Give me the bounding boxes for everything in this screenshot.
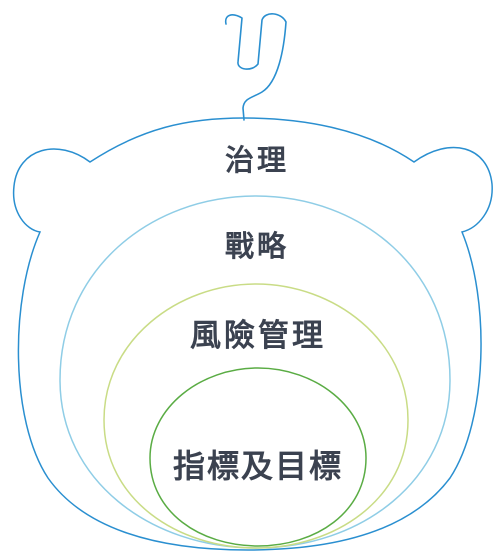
metrics-targets-label: 指標及目標 — [173, 447, 343, 485]
risk-layer-circle — [103, 283, 409, 549]
metrics-layer-circle — [149, 367, 367, 547]
outer-layer-shape — [12, 117, 493, 551]
governance-label: 治理 — [225, 143, 289, 177]
strategy-label: 戰略 — [225, 229, 289, 263]
risk-management-label: 風險管理 — [190, 318, 326, 354]
antenna-u-icon — [224, 13, 287, 121]
